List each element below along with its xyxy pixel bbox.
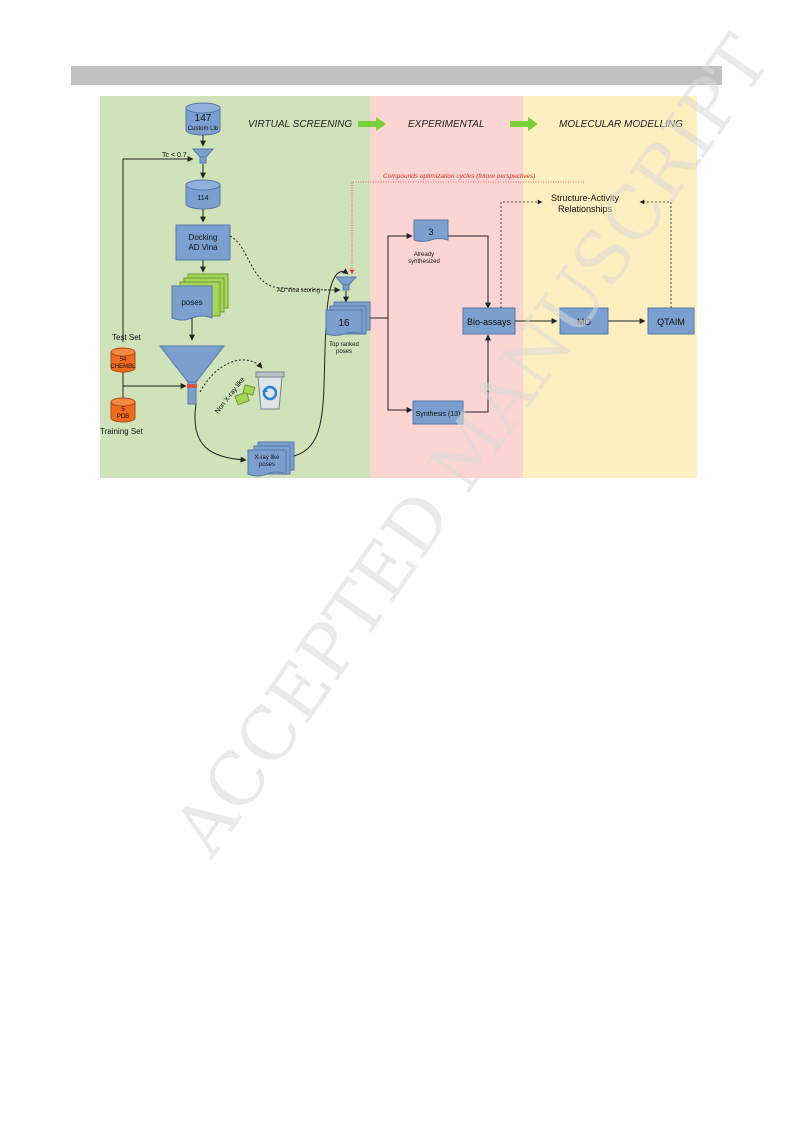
already-count: 3: [428, 227, 433, 237]
phase-arrow-1-icon: [358, 117, 386, 131]
top-label-2: poses: [336, 349, 352, 355]
md-label: MD: [577, 317, 591, 327]
top-label-1: Top ranked: [329, 342, 359, 348]
funnel-icon: [334, 276, 358, 291]
virtual-screening-panel: [100, 96, 370, 478]
optimization-label: Compounds optimization cycles (future pe…: [383, 173, 535, 180]
phase-molecular-modelling: MOLECULAR MODELLING: [559, 119, 683, 130]
scoring-label: AD Vina scoring: [277, 288, 320, 294]
xray-label-2: poses: [259, 462, 275, 468]
workflow-diagram: VIRTUAL SCREENING EXPERIMENTAL MOLECULAR…: [100, 96, 697, 478]
chembl-count: 54: [120, 357, 127, 363]
filtered-count: 114: [197, 195, 208, 202]
document-stack-icon: [247, 441, 295, 477]
database-icon: [110, 347, 136, 373]
document-stack-icon: [325, 301, 371, 336]
phase-virtual-screening: VIRTUAL SCREENING: [248, 119, 352, 130]
molecular-modelling-panel: [523, 96, 697, 478]
pdb-count: 5: [121, 407, 125, 413]
training-set-label: Training Set: [100, 427, 144, 436]
synthesis-label: Synthesis (13): [416, 411, 461, 418]
sar-label-2: Relationships: [558, 204, 613, 214]
library-label: Custom Lib: [188, 126, 219, 132]
qtaim-box: [647, 307, 695, 335]
qtaim-label: QTAIM: [657, 317, 685, 327]
document-stack-icon: [171, 273, 229, 321]
phase-experimental: EXPERIMENTAL: [408, 119, 485, 130]
molecule-fragment-icon: [234, 384, 256, 406]
filter-label: Tc < 0.7: [162, 152, 187, 159]
chembl-label: CHEMBL: [110, 364, 136, 370]
already-label-1: Already: [414, 252, 434, 258]
sar-label-1: Structure-Activity: [551, 193, 620, 203]
docking-label-2: AD Vina: [188, 243, 218, 252]
poses-label: poses: [181, 298, 202, 307]
already-label-2: synthesized: [408, 259, 440, 265]
bioassays-label: Bio-assays: [467, 317, 512, 327]
phase-arrow-2-icon: [510, 117, 538, 131]
header-bar: [71, 66, 722, 85]
recycle-bin-icon: [255, 371, 285, 410]
funnel-icon: [191, 148, 215, 164]
already-synthesized-doc: [413, 219, 449, 242]
bioassays-box: [462, 307, 516, 335]
docking-label-1: Docking: [189, 233, 218, 242]
top-count: 16: [338, 318, 350, 329]
library-count: 147: [195, 113, 212, 124]
funnel-icon: [158, 345, 226, 405]
pdb-label: PDB: [117, 414, 129, 420]
xray-label-1: X-ray like: [254, 455, 280, 461]
database-icon: [110, 397, 136, 423]
test-set-label: Test Set: [112, 333, 142, 342]
